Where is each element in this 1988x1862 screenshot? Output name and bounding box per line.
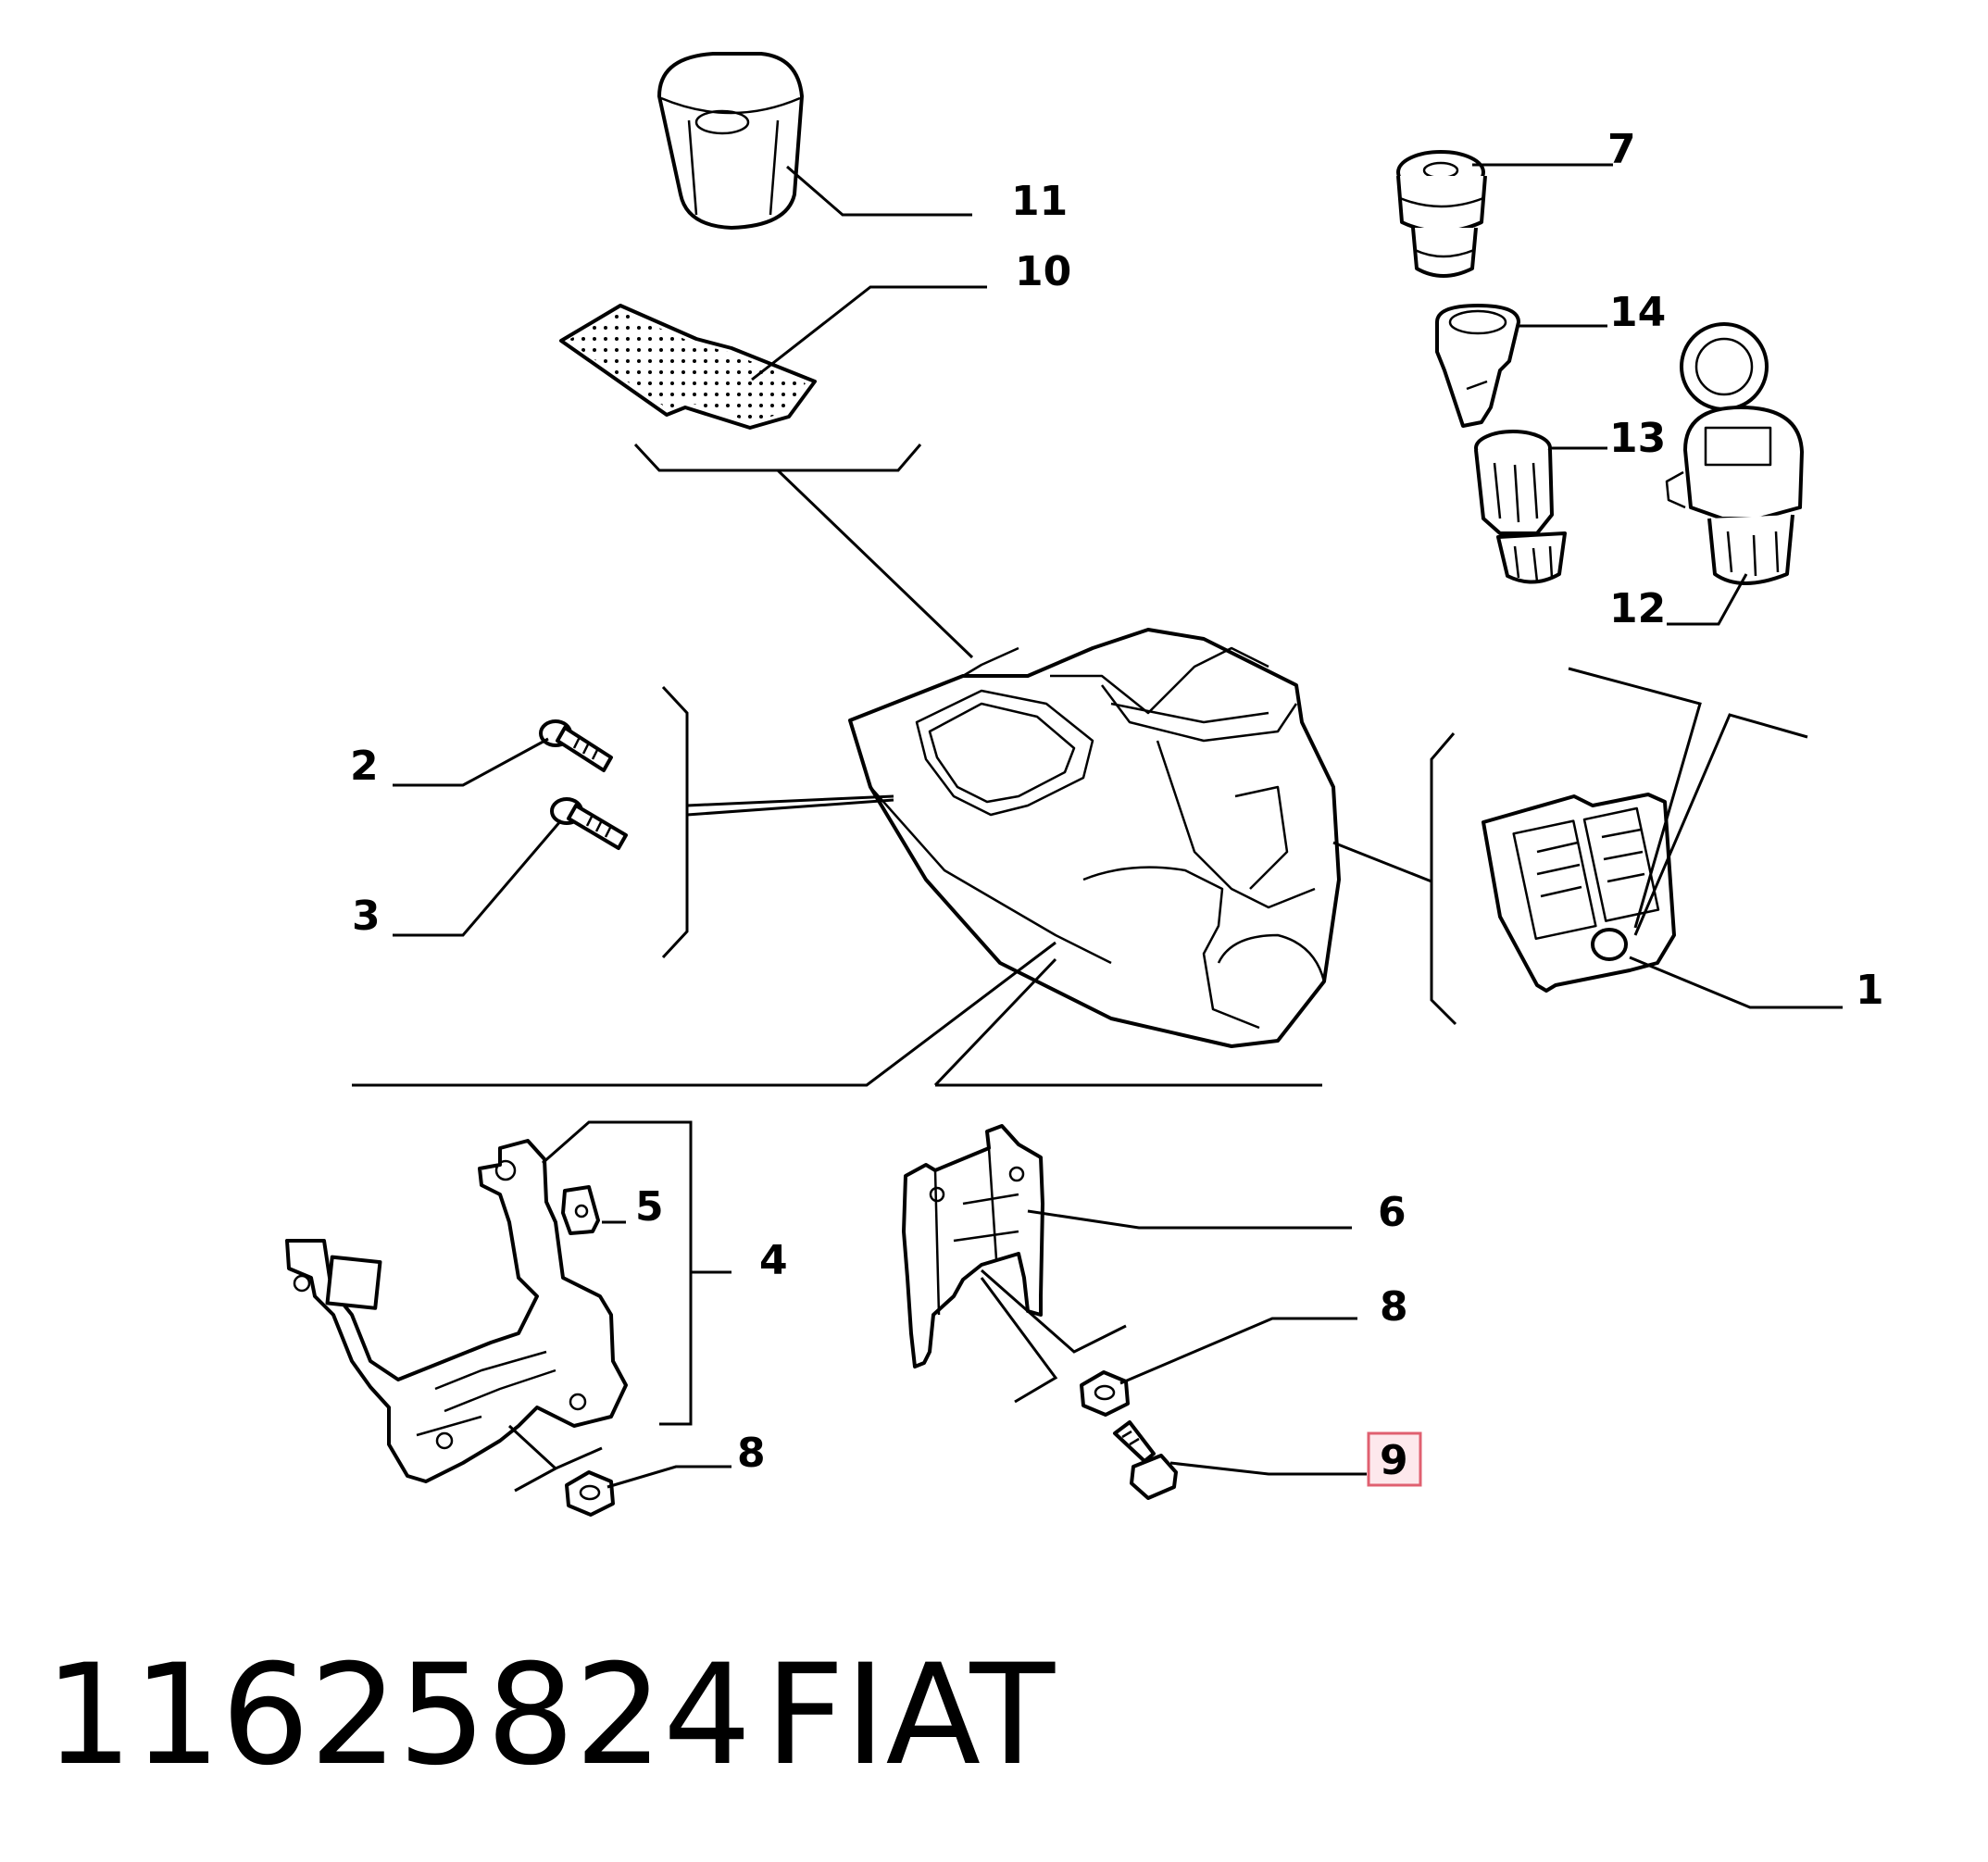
leader-8-right: [1119, 1317, 1357, 1385]
part-4-bracket[interactable]: [285, 1139, 628, 1483]
part-number: 11625824: [44, 1635, 751, 1796]
leader-console-right: [1332, 841, 1432, 883]
callout-2[interactable]: 2: [350, 743, 379, 790]
callout-8-left[interactable]: 8: [737, 1430, 766, 1477]
leader-10: [751, 285, 987, 381]
callout-1[interactable]: 1: [1856, 967, 1884, 1014]
callout-7[interactable]: 7: [1607, 126, 1636, 173]
part-7-lighter[interactable]: [1396, 150, 1487, 278]
callout-5[interactable]: 5: [635, 1183, 664, 1231]
part-8-nut-right[interactable]: [1080, 1370, 1130, 1417]
part-1-vent[interactable]: [1482, 793, 1676, 993]
part-11-cup[interactable]: [657, 52, 804, 230]
part-9-bolt[interactable]: [1113, 1420, 1178, 1500]
bracket-4-bottom: [507, 1424, 603, 1470]
bracket-bottom-left: [352, 941, 1057, 1087]
part-3-bolt[interactable]: [550, 797, 628, 850]
callout-10[interactable]: 10: [1015, 248, 1071, 295]
bracket-right: [1430, 732, 1457, 1026]
bracket-6-bottom-b: [980, 1277, 1058, 1404]
leader-11: [786, 165, 972, 217]
leader-top: [776, 469, 974, 659]
leader-9: [1169, 1461, 1367, 1476]
leader-12: [1667, 573, 1748, 626]
part-2-bolt[interactable]: [539, 719, 613, 772]
callout-4[interactable]: 4: [759, 1237, 788, 1284]
part-12-socket[interactable]: [1665, 322, 1804, 585]
bracket-top: [633, 443, 922, 472]
part-10-mat[interactable]: [559, 304, 817, 430]
part-13-socket[interactable]: [1474, 430, 1567, 584]
callout-8-right[interactable]: 8: [1380, 1283, 1408, 1331]
bracket-part-1: [1568, 667, 1702, 929]
leader-console-left: [686, 794, 894, 807]
part-8-nut-left[interactable]: [565, 1470, 615, 1517]
leader-1: [1629, 956, 1843, 1009]
bracket-left: [661, 685, 689, 959]
callout-12[interactable]: 12: [1609, 585, 1666, 632]
brand-name: FIAT: [765, 1635, 1056, 1796]
leader-3: [393, 819, 563, 937]
callout-3[interactable]: 3: [352, 893, 381, 940]
callout-14[interactable]: 14: [1609, 289, 1666, 336]
leader-console-left-2: [686, 798, 894, 817]
part-6-bracket[interactable]: [902, 1124, 1044, 1368]
leader-2: [393, 737, 549, 787]
part-5-clip[interactable]: [561, 1185, 600, 1235]
leader-6: [1027, 1209, 1352, 1230]
part-14-sleeve[interactable]: [1435, 304, 1520, 428]
bracket-6-bottom: [981, 1268, 1127, 1354]
callout-6[interactable]: 6: [1378, 1189, 1407, 1236]
leader-8-left: [606, 1465, 731, 1489]
bracket-4-bottom-b: [514, 1467, 556, 1493]
center-console[interactable]: [848, 628, 1341, 1048]
leader-bottom: [933, 957, 1057, 1087]
callout-11[interactable]: 11: [1011, 178, 1068, 225]
bracket-4: [542, 1120, 693, 1426]
callout-9-highlight: [1367, 1431, 1422, 1487]
callout-9[interactable]: 9: [1380, 1437, 1408, 1484]
bracket-part-1b: [1633, 713, 1808, 936]
callout-13[interactable]: 13: [1609, 415, 1666, 462]
